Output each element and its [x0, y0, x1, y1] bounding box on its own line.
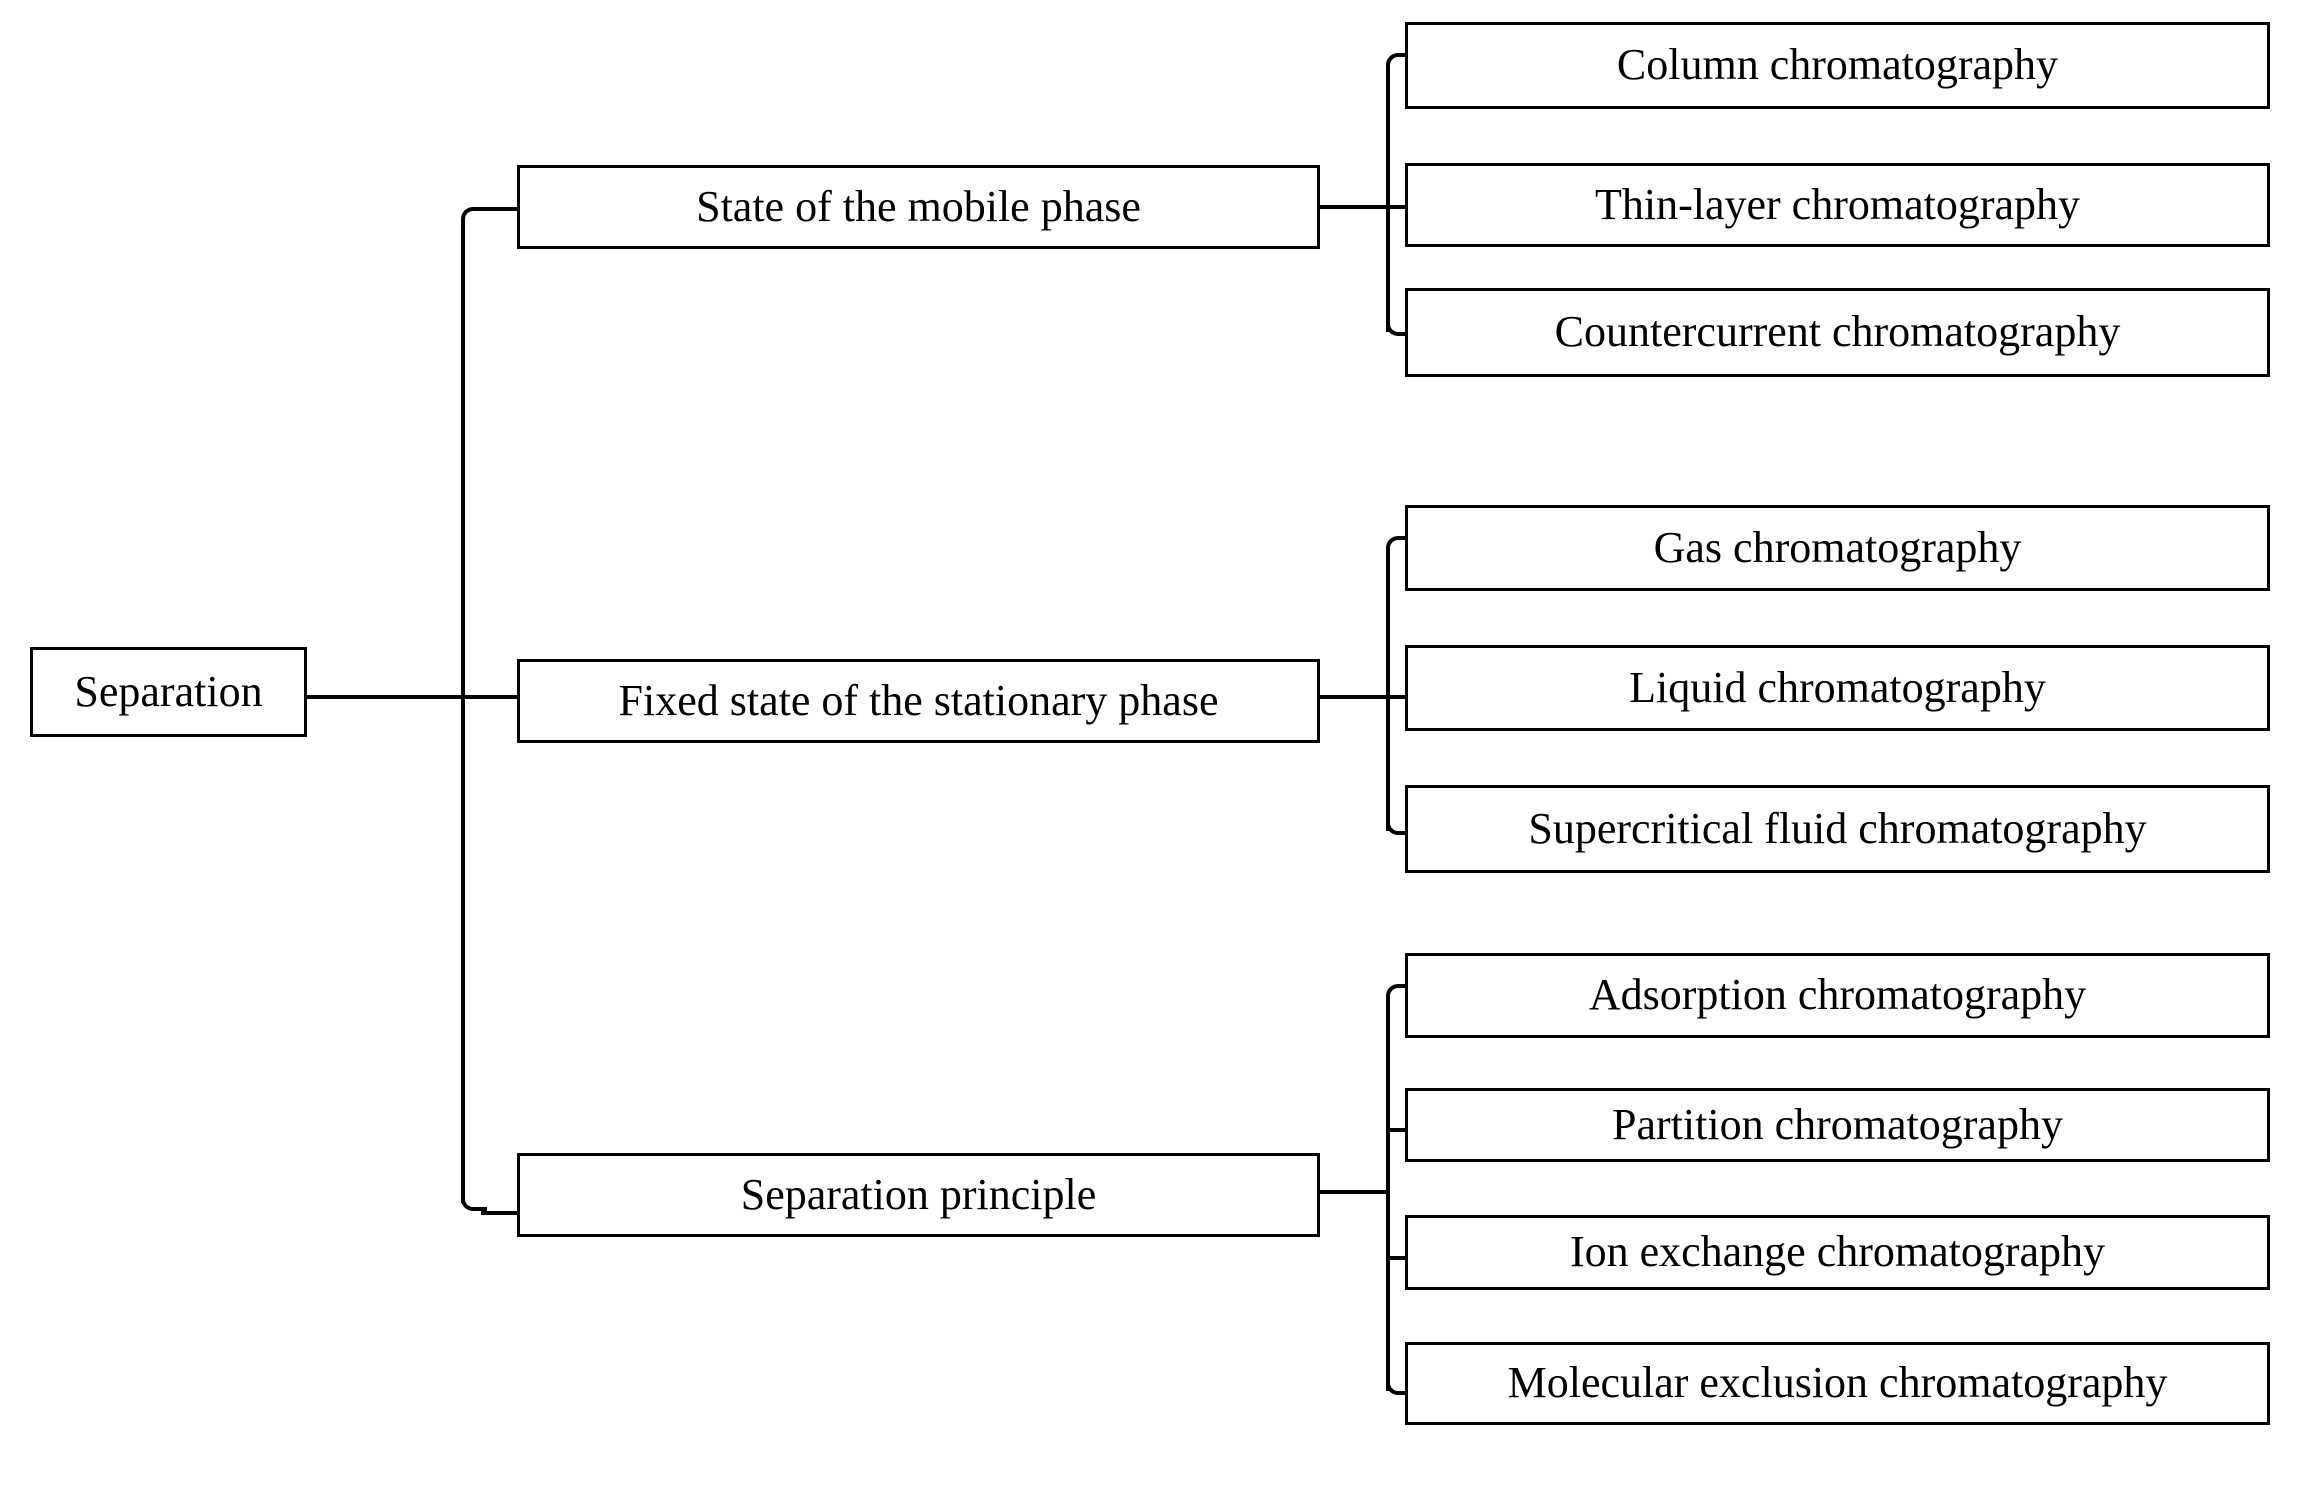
node-label: State of the mobile phase: [696, 181, 1141, 231]
node-label: Molecular exclusion chromatography: [1507, 1358, 2168, 1408]
node-molecular-exclusion-chromatography[interactable]: Molecular exclusion chromatography: [1405, 1342, 2270, 1425]
node-label: Liquid chromatography: [1629, 662, 2046, 712]
connector-spine-vertical: [461, 228, 465, 1203]
node-fixed-state-of-stationary-phase[interactable]: Fixed state of the stationary phase: [517, 659, 1320, 743]
connector-branch2-elbow-top: [1386, 536, 1412, 562]
connector-root-to-spine: [307, 695, 465, 699]
node-separation-principle[interactable]: Separation principle: [517, 1153, 1320, 1237]
node-label: Column chromatography: [1616, 40, 2059, 90]
node-state-of-mobile-phase[interactable]: State of the mobile phase: [517, 165, 1320, 249]
node-partition-chromatography[interactable]: Partition chromatography: [1405, 1088, 2270, 1162]
connector-separation-principle-stub: [1320, 1190, 1390, 1194]
node-column-chromatography[interactable]: Column chromatography: [1405, 22, 2270, 109]
connector-stationary-phase-stub: [1320, 695, 1390, 699]
node-ion-exchange-chromatography[interactable]: Ion exchange chromatography: [1405, 1215, 2270, 1290]
node-adsorption-chromatography[interactable]: Adsorption chromatography: [1405, 953, 2270, 1038]
node-supercritical-fluid-chromatography[interactable]: Supercritical fluid chromatography: [1405, 785, 2270, 873]
node-label: Fixed state of the stationary phase: [618, 675, 1219, 725]
connector-spine-to-separation-principle: [481, 1211, 521, 1215]
connector-mobile-phase-stub: [1320, 205, 1390, 209]
node-label: Separation: [74, 666, 263, 716]
node-separation-root[interactable]: Separation: [30, 647, 307, 737]
connector-branch1-bus: [1386, 74, 1390, 332]
node-label: Separation principle: [740, 1169, 1097, 1219]
connector-elbow-bottom: [461, 1185, 487, 1211]
node-label: Countercurrent chromatography: [1554, 307, 2121, 357]
connector-branch3-elbow-bottom: [1386, 1369, 1412, 1395]
node-label: Ion exchange chromatography: [1569, 1227, 2106, 1277]
node-countercurrent-chromatography[interactable]: Countercurrent chromatography: [1405, 288, 2270, 377]
connector-branch3-elbow-top: [1386, 984, 1412, 1010]
connector-branch3-bus: [1386, 1005, 1390, 1391]
node-gas-chromatography[interactable]: Gas chromatography: [1405, 505, 2270, 591]
connector-branch1-elbow-top: [1386, 53, 1412, 79]
connector-branch1-elbow-bottom: [1386, 310, 1412, 336]
node-liquid-chromatography[interactable]: Liquid chromatography: [1405, 645, 2270, 731]
node-thin-layer-chromatography[interactable]: Thin-layer chromatography: [1405, 163, 2270, 247]
node-label: Supercritical fluid chromatography: [1528, 803, 2147, 853]
node-label: Gas chromatography: [1653, 522, 2022, 572]
connector-branch2-elbow-bottom: [1386, 809, 1412, 835]
node-label: Thin-layer chromatography: [1594, 179, 2081, 229]
connector-spine-to-mobile-phase: [481, 207, 521, 211]
node-label: Partition chromatography: [1612, 1099, 2063, 1149]
connector-elbow-top: [461, 207, 487, 233]
connector-branch2-bus: [1386, 557, 1390, 831]
connector-spine-to-stationary-phase: [461, 695, 521, 699]
node-label: Adsorption chromatography: [1588, 970, 2087, 1020]
